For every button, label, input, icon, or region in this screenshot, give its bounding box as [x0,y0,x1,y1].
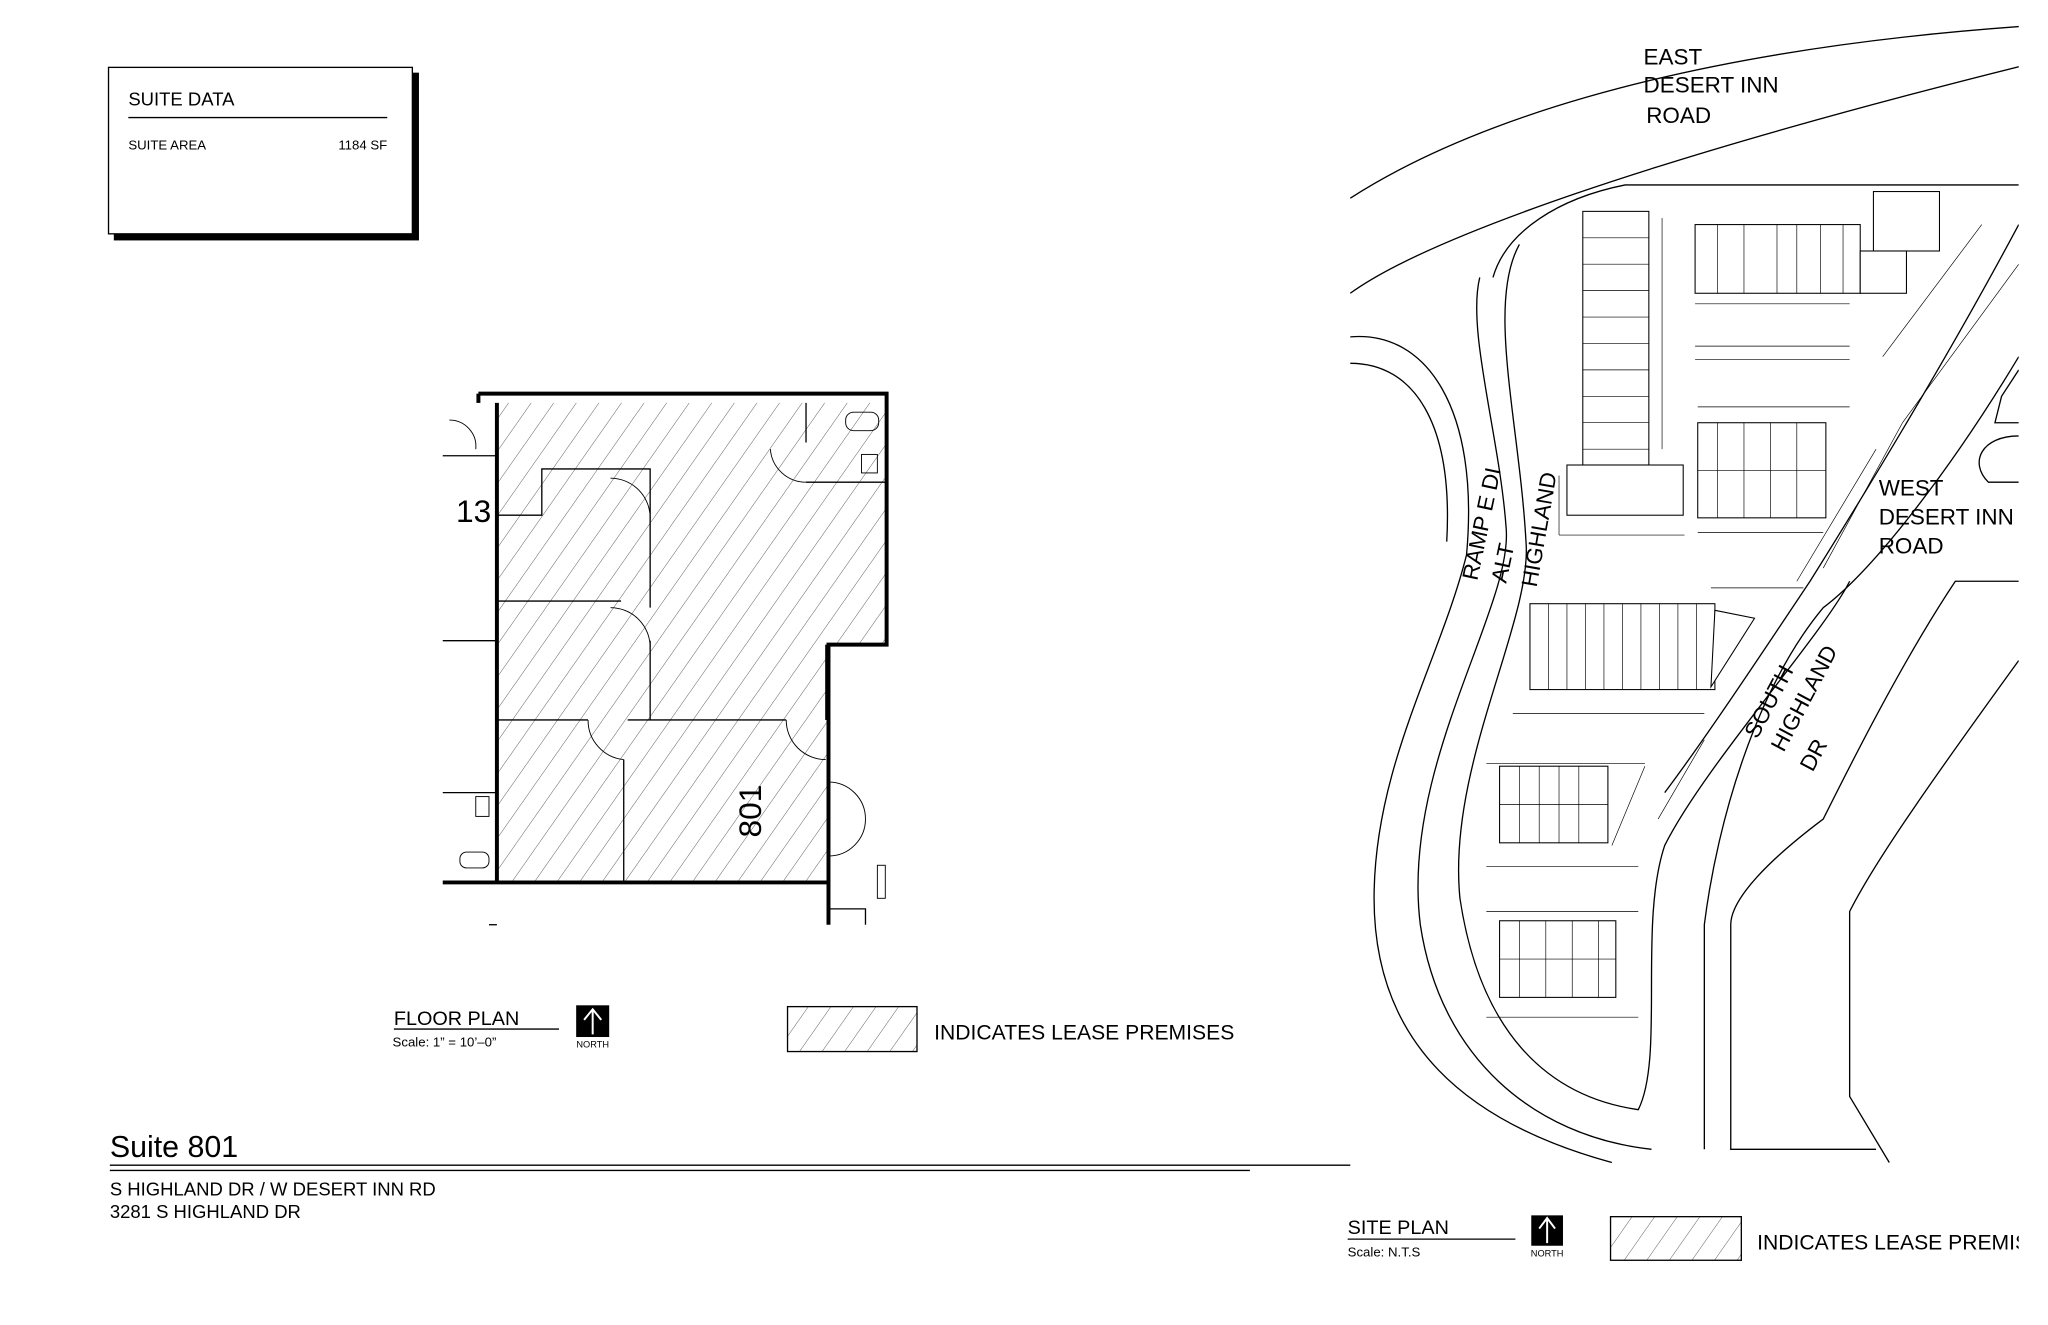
road-label-west-desert-inn-3: ROAD [1879,534,1944,559]
road-label-west-desert-inn-2: DESERT INN [1879,504,2014,529]
floor-plan-legend: FLOOR PLAN Scale: 1” = 10’–0” NORTH INDI… [393,1005,1234,1053]
address-line-1: S HIGHLAND DR / W DESERT INN RD [110,1179,436,1200]
lease-hatch-swatch [786,1005,918,1053]
north-arrow-icon [576,1005,610,1038]
adjacent-suite-label: 13 [456,493,491,529]
suite-data-title: SUITE DATA [128,89,235,110]
site-lease-hatch-swatch [1609,1216,1742,1261]
title-block: Suite 801 S HIGHLAND DR / W DESERT INN R… [109,1130,1351,1222]
road-label-alt: ALT [1487,541,1520,585]
site-plan: EAST DESERT INN ROAD WEST DESERT INN ROA… [1347,25,2048,1261]
suite-area-label: SUITE AREA [128,137,206,152]
building-divisions [1499,224,1844,998]
lease-premises-area [496,402,887,883]
suite-number-label: 801 [732,785,768,838]
site-plan-title: SITE PLAN [1348,1217,1449,1239]
road-label-west-desert-inn-1: WEST [1879,475,1944,500]
road-label-east-desert-inn-3: ROAD [1646,103,1711,128]
site-north-label: NORTH [1531,1248,1564,1258]
suite-area-value: 1184 SF [338,137,387,152]
site-lease-legend-text: INDICATES LEASE PREMISES [1757,1232,2048,1255]
north-label: NORTH [576,1040,609,1050]
suite-data-box: SUITE DATA SUITE AREA 1184 SF [107,66,419,241]
address-line-2: 3281 S HIGHLAND DR [110,1201,301,1222]
floor-plan-scale: Scale: 1” = 10’–0” [393,1034,497,1049]
lease-legend-text: INDICATES LEASE PREMISES [934,1022,1234,1045]
site-north-arrow-icon [1531,1215,1563,1246]
road-label-highland: HIGHLAND [1517,470,1562,589]
site-plan-scale: Scale: N.T.S [1348,1244,1421,1259]
road-label-east-desert-inn-2: DESERT INN [1644,72,1779,97]
road-label-east-desert-inn-1: EAST [1644,45,1703,70]
floor-plan-title: FLOOR PLAN [394,1008,519,1030]
floor-plan: 13 801 [442,391,889,926]
parking-rows [1486,217,2019,1018]
site-buildings [1499,191,1941,998]
site-plan-legend: SITE PLAN Scale: N.T.S NORTH INDICATES L… [1347,1215,2048,1261]
road-label-south-highland-3: DR [1795,735,1832,775]
suite-title: Suite 801 [110,1130,238,1164]
